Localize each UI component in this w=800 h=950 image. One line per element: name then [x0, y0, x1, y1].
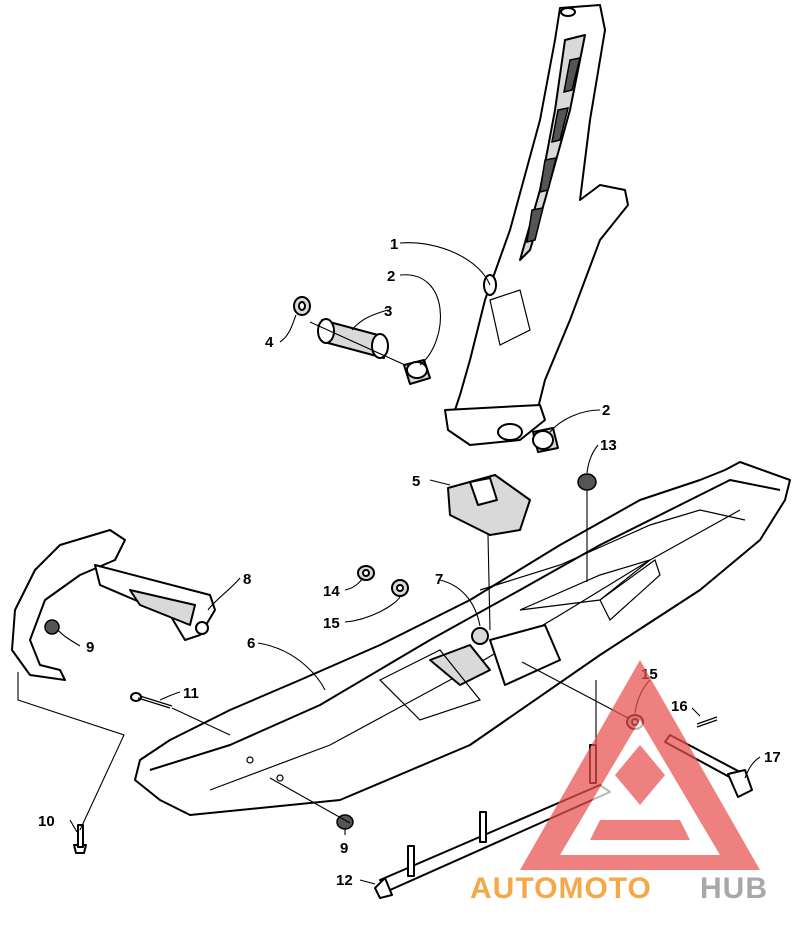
callout-5: 5 [412, 473, 420, 490]
watermark-text-right: HUB [700, 872, 768, 905]
nut-13 [577, 473, 597, 491]
callout-8: 8 [243, 571, 251, 588]
callout-17: 17 [764, 749, 781, 766]
callout-9-handle: 9 [86, 639, 94, 656]
ski-body [134, 461, 791, 816]
bushing-left [403, 359, 431, 385]
spindle [444, 4, 629, 446]
ski-handle [11, 529, 216, 681]
callout-2-left: 2 [387, 268, 395, 285]
callout-6: 6 [247, 635, 255, 652]
callout-13: 13 [600, 437, 617, 454]
bolt-11 [130, 692, 173, 709]
callout-12: 12 [336, 872, 353, 889]
callout-2-right: 2 [602, 402, 610, 419]
watermark-logo [520, 660, 760, 870]
callout-labels: 1 2 3 4 2 13 5 8 14 7 15 6 9 11 15 16 17… [38, 236, 781, 889]
callout-11: 11 [183, 685, 199, 702]
cotter-pin-16 [696, 716, 718, 728]
bushing-right [532, 427, 559, 453]
callout-7: 7 [435, 571, 443, 588]
nut-9-handle [44, 619, 60, 635]
callout-15-left: 15 [323, 615, 340, 632]
callout-4: 4 [265, 334, 274, 351]
washer-15-left [391, 579, 409, 597]
callout-9-bottom: 9 [340, 840, 348, 857]
callout-1: 1 [390, 236, 398, 253]
leader-lines [17, 242, 761, 885]
watermark-text: AUTOMOTO HUB [470, 872, 768, 905]
callout-14: 14 [323, 583, 340, 600]
washer-4 [293, 296, 311, 316]
bolt-10 [73, 824, 87, 854]
damper-block [447, 474, 531, 536]
spacer-7 [471, 627, 489, 645]
callout-3: 3 [384, 303, 392, 320]
nut-14 [357, 565, 375, 581]
callout-10: 10 [38, 813, 55, 830]
watermark-text-left: AUTOMOTO [470, 872, 652, 905]
callout-16: 16 [671, 698, 688, 715]
